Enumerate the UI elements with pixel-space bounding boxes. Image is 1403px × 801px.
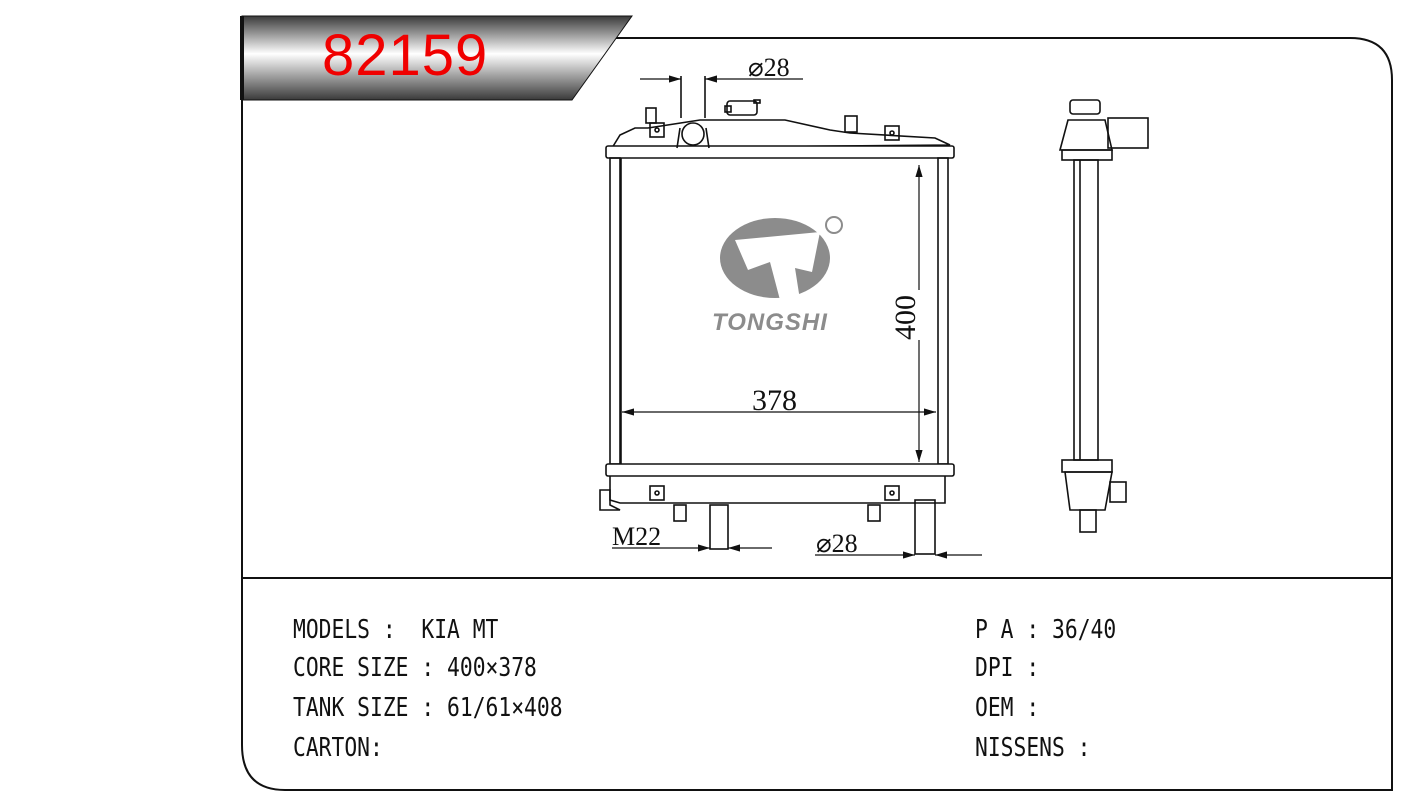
- radiator-front-view: [599, 76, 955, 555]
- brand-logo-text: TONGSHI: [712, 309, 828, 336]
- dimension-lines: [612, 75, 982, 559]
- spec-carton: CARTON:: [293, 733, 383, 763]
- spec-pa: P A : 36/40: [975, 615, 1117, 645]
- sheet-border: [241, 37, 1393, 791]
- spec-dpi: DPI :: [975, 653, 1040, 683]
- outlet-diameter-label: ⌀28: [816, 529, 858, 558]
- inlet-diameter-label: ⌀28: [748, 53, 790, 82]
- spec-core-size: CORE SIZE : 400×378: [293, 653, 537, 683]
- radiator-side-view: [1058, 99, 1149, 533]
- spec-models: MODELS : KIA MT: [293, 615, 499, 645]
- core-width-label: 378: [752, 384, 797, 417]
- drain-thread-label: M22: [612, 522, 661, 551]
- part-number: 82159: [322, 23, 489, 88]
- spec-nissens: NISSENS :: [975, 733, 1091, 763]
- core-height-label: 400: [889, 295, 922, 340]
- tongshi-logo: [720, 216, 843, 300]
- spec-tank-size: TANK SIZE : 61/61×408: [293, 693, 563, 723]
- spec-oem: OEM :: [975, 693, 1040, 723]
